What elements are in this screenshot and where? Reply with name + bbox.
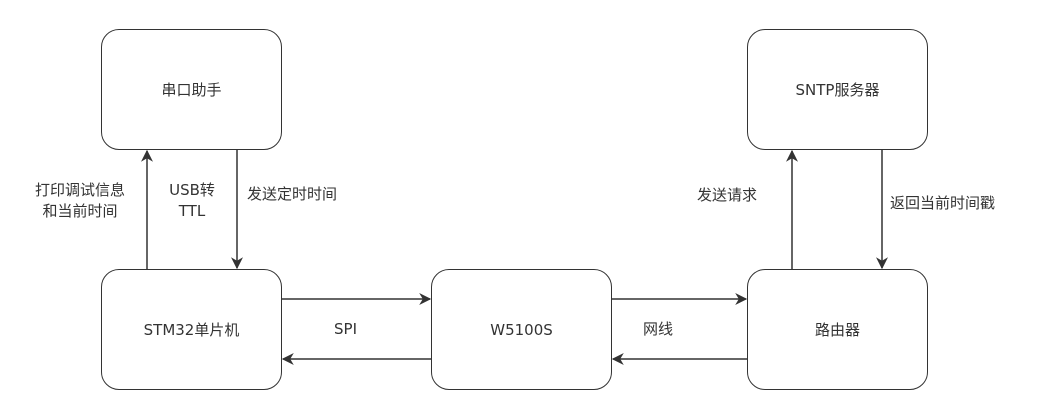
label-send-timing-text: 发送定时时间 [247,185,338,203]
label-usb-ttl: USB转 TTL [155,180,229,222]
label-return-timestamp-text: 返回当前时间戳 [890,194,996,212]
node-sntp-server: SNTP服务器 [747,29,928,150]
node-sntp-server-label: SNTP服务器 [795,81,880,99]
node-stm32: STM32单片机 [101,269,282,390]
label-network-cable-text: 网线 [643,320,674,338]
label-spi-text: SPI [334,320,357,338]
label-network-cable: 网线 [643,319,673,340]
label-send-request: 发送请求 [697,185,757,206]
node-w5100s-label: W5100S [490,320,553,339]
node-router-label: 路由器 [814,321,860,339]
node-w5100s: W5100S [431,269,612,390]
label-send-timing: 发送定时时间 [247,184,337,205]
node-router: 路由器 [747,269,928,390]
label-print-debug: 打印调试信息 和当前时间 [16,180,144,222]
label-print-debug-line1: 打印调试信息 [34,181,125,199]
node-serial-assistant: 串口助手 [101,29,282,150]
node-serial-assistant-label: 串口助手 [161,81,222,99]
label-usb-ttl-line2: TTL [178,202,206,220]
label-print-debug-line2: 和当前时间 [42,202,118,220]
node-stm32-label: STM32单片机 [143,321,240,339]
label-usb-ttl-line1: USB转 [169,181,215,199]
label-send-request-text: 发送请求 [697,186,758,204]
label-return-timestamp: 返回当前时间戳 [890,193,995,214]
label-spi: SPI [334,319,357,340]
